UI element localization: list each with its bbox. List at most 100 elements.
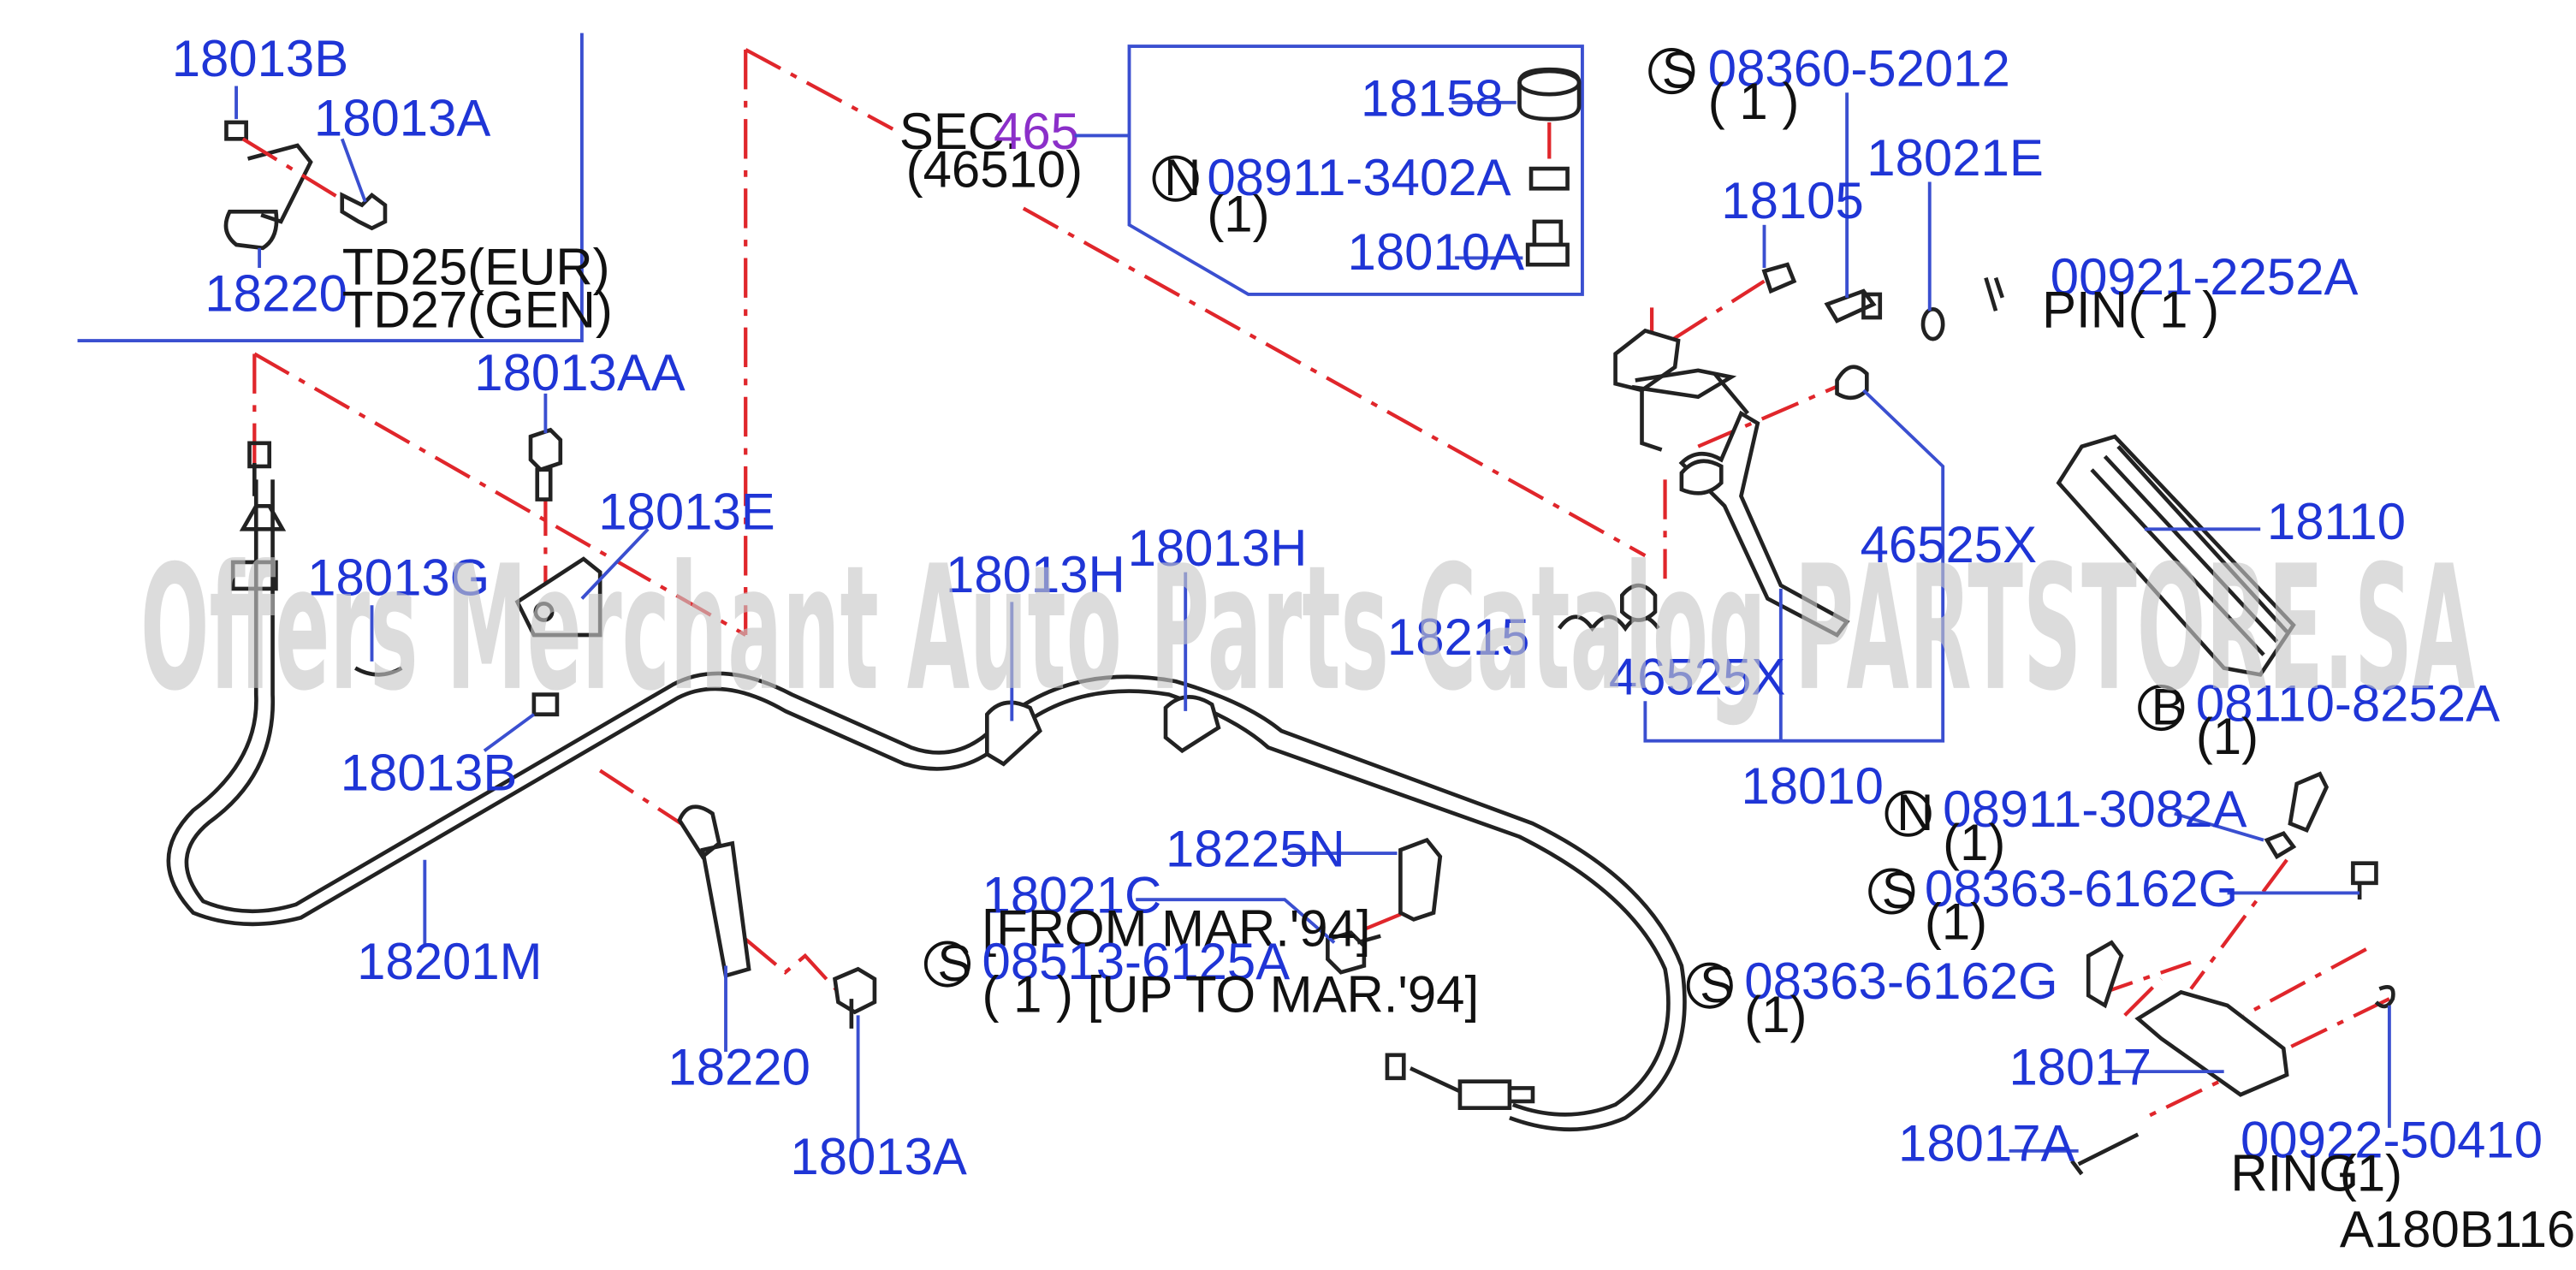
section-number-link[interactable]: 465	[994, 103, 1079, 160]
leader-46525x	[1643, 389, 1945, 743]
inset-phantom	[241, 137, 347, 204]
cable-outer-2	[184, 479, 1687, 1132]
part-labels: 18013AA 18013E 18013G 18013B 18013H 1801…	[307, 39, 2575, 1257]
detail-box: 18158 N 08911-3402A (1) 18010A	[1127, 45, 1584, 296]
bolt-18017-lower	[2086, 940, 2124, 1009]
ring-00922	[2374, 985, 2395, 1009]
label-18017a[interactable]: 18017A	[1898, 1114, 2075, 1172]
box-18010a-label[interactable]: 18010A	[1348, 223, 1525, 281]
box-18158-label[interactable]: 18158	[1361, 69, 1504, 127]
nut-18013b	[531, 692, 560, 717]
bolt-18021c	[1326, 930, 1381, 975]
phantom-bracket	[2143, 858, 2390, 1120]
pedal-arm-joint	[1712, 372, 1749, 415]
bracket-18017	[2134, 989, 2289, 1097]
symbol-08110: B	[2152, 678, 2186, 735]
leader-18021c	[1136, 898, 1336, 944]
box-nut-qty: (1)	[1207, 186, 1269, 243]
stopper-46525x	[1835, 365, 1869, 401]
pedal-assembly	[1613, 328, 2395, 1176]
label-18010[interactable]: 18010	[1741, 757, 1884, 815]
nut-08911	[1528, 166, 1570, 191]
desc-pin: PIN	[2042, 282, 2128, 339]
label-08363-6162g-b[interactable]: 08363-6162G	[1925, 860, 2238, 917]
inset-panel: 18013B 18013A 18220 TD25(EUR) TD27(GEN)	[77, 30, 613, 342]
watermark: Offers Merchant Auto Parts Catalog PARTS…	[140, 529, 2475, 729]
symbol-circle-08911-3082a	[1885, 790, 1932, 837]
label-18013g[interactable]: 18013G	[307, 549, 490, 607]
label-18021c[interactable]: 18021C	[982, 867, 1162, 924]
qty-08110: (1)	[2196, 708, 2258, 765]
section-prefix: SEC.	[899, 103, 1019, 160]
symbol-08363-a: S	[1700, 956, 1734, 1013]
pedal-top-bracket	[1613, 328, 1681, 393]
bushing-18105	[1761, 262, 1797, 294]
phantom-46525x	[1697, 382, 1845, 448]
nut-08911-3082a	[2264, 831, 2297, 860]
label-46525x[interactable]: 46525X	[1861, 516, 2038, 573]
label-18013a[interactable]: 18013A	[790, 1128, 967, 1185]
label-18013h-2[interactable]: 18013H	[1128, 519, 1308, 577]
leader-18013e	[580, 528, 650, 600]
label-46525x-lower[interactable]: 46525X	[1609, 649, 1786, 706]
label-08363-6162g-a[interactable]: 08363-6162G	[1744, 952, 2057, 1010]
inset-engine-note-1: TD25(EUR)	[342, 238, 610, 295]
detail-box-border	[1127, 45, 1584, 296]
label-18013e[interactable]: 18013E	[598, 483, 775, 540]
label-08110-8252a[interactable]: 08110-8252A	[2196, 674, 2500, 732]
leader-18013b	[483, 713, 536, 752]
label-18225n[interactable]: 18225N	[1166, 821, 1345, 878]
label-18013aa[interactable]: 18013AA	[474, 344, 685, 401]
label-18201m[interactable]: 18201M	[357, 933, 542, 990]
section-reference: SEC. 465 (46510)	[899, 103, 1130, 198]
inset-18013b-label[interactable]: 18013B	[172, 30, 349, 87]
diagram-code: A180B116	[2340, 1201, 2575, 1258]
qty-08363-a: (1)	[1744, 986, 1807, 1043]
clamp-18220	[677, 804, 751, 978]
label-08513-6125a[interactable]: 08513-6125A	[982, 933, 1291, 990]
pedal-boss	[1679, 459, 1724, 496]
inset-18013a-label[interactable]: 18013A	[314, 89, 491, 146]
phantom-18013a	[744, 937, 843, 997]
clip-18013h-1	[985, 700, 1042, 767]
label-18215[interactable]: 18215	[1387, 608, 1530, 666]
label-08911-3082a[interactable]: 08911-3082A	[1943, 780, 2247, 838]
bolt-18013aa	[528, 427, 563, 501]
phantom-18021c	[1363, 904, 1422, 931]
small-parts	[354, 262, 2004, 1029]
bolt-08110	[2288, 771, 2330, 833]
label-18110[interactable]: 18110	[2267, 493, 2406, 550]
inset-border	[77, 33, 584, 342]
washer-18021e	[1920, 307, 1945, 341]
label-00922-50410[interactable]: 00922-50410	[2241, 1112, 2543, 1169]
pedal-pad-ribs	[2090, 445, 2288, 656]
qty-08363-b: (1)	[1925, 893, 1987, 951]
pedal-arm-lower	[1678, 410, 1850, 638]
symbol-08911-3082a: N	[1896, 784, 1933, 841]
bolt-18010a	[1525, 219, 1570, 267]
inset-nut	[224, 120, 248, 141]
qty-08360: ( 1 )	[1708, 73, 1799, 130]
qty-08911-3082a: (1)	[1943, 814, 2005, 871]
inset-18220-label[interactable]: 18220	[205, 264, 347, 322]
phantom-18220	[599, 769, 687, 828]
inset-bracket	[246, 143, 313, 224]
label-18017[interactable]: 18017	[2009, 1039, 2152, 1096]
label-00921-2252a[interactable]: 00921-2252A	[2051, 248, 2359, 306]
box-08911-3402a-label[interactable]: 08911-3402A	[1207, 149, 1511, 206]
label-18220[interactable]: 18220	[668, 1039, 810, 1096]
bracket-hole	[533, 601, 555, 622]
bolt-08360	[1824, 288, 1883, 323]
leader-lines	[370, 92, 2391, 1153]
bolt-18013a	[833, 966, 877, 1029]
label-18021e[interactable]: 18021E	[1867, 129, 2044, 187]
label-18013h-1[interactable]: 18013H	[946, 546, 1125, 603]
symbol-08360: S	[1662, 41, 1696, 98]
cable-pin-end	[1385, 1053, 1406, 1081]
label-18013b[interactable]: 18013B	[341, 745, 518, 802]
nut-symbol: N	[1164, 149, 1201, 206]
phantom-to-pedal	[1022, 206, 1647, 558]
label-08360-52012[interactable]: 08360-52012	[1708, 39, 2010, 97]
label-18105[interactable]: 18105	[1721, 172, 1864, 229]
